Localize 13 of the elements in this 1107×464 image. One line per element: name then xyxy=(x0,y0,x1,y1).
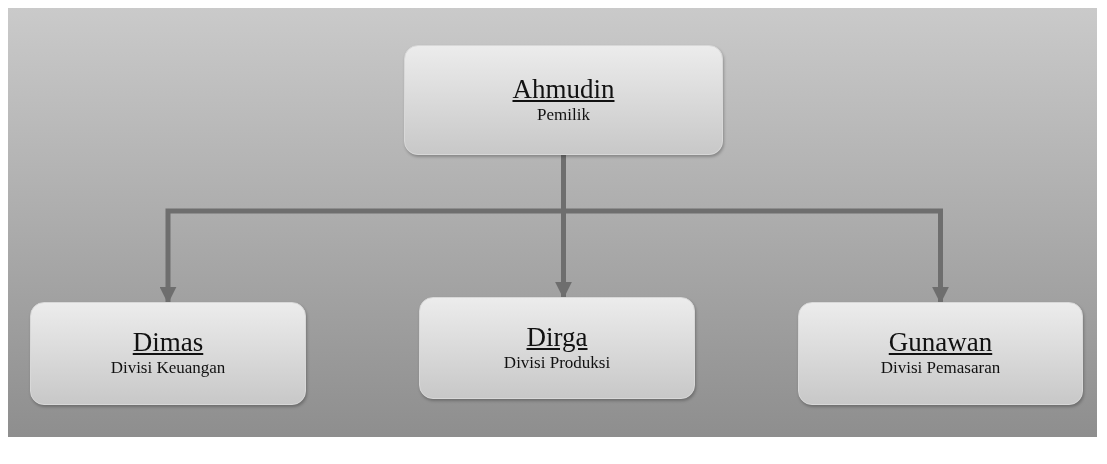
role-label: Divisi Produksi xyxy=(503,352,611,374)
org-box xyxy=(30,302,306,405)
org-box xyxy=(404,45,723,155)
org-box xyxy=(419,297,695,399)
person-name: Gunawan xyxy=(888,328,993,359)
org-box xyxy=(798,302,1083,405)
role-label: Divisi Keuangan xyxy=(110,358,226,379)
person-name: Dimas xyxy=(132,328,204,359)
arrow xyxy=(561,155,949,304)
person-name: Dirga xyxy=(526,322,588,353)
role-label: Divisi Pemasaran xyxy=(880,358,1001,379)
role-label: Pemilik xyxy=(537,104,590,126)
person-name: Ahmudin xyxy=(512,74,615,105)
